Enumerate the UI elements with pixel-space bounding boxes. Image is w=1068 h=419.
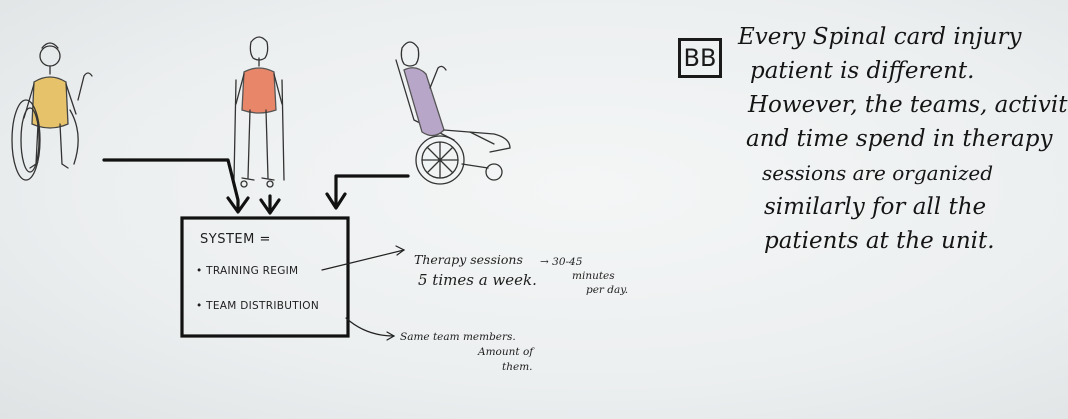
person-in-wheelchair-icon [12, 43, 92, 180]
note-line: similarly for all the [764, 190, 1068, 224]
therapy-line: Therapy sessions [414, 250, 537, 270]
person-on-crutches-icon [234, 37, 284, 187]
note-line: Every Spinal card injury [738, 20, 1068, 54]
note-badge: BB [678, 38, 722, 78]
minutes-line: minutes [572, 269, 628, 283]
minutes-line: per day. [586, 283, 628, 297]
note-line: patients at the unit. [764, 224, 1068, 258]
minutes-line: → 30-45 [540, 255, 628, 269]
therapy-note: Therapy sessions 5 times a week. [414, 250, 537, 290]
minutes-note: → 30-45 minutes per day. [540, 255, 628, 297]
note-line: and time spend in therapy [746, 122, 1068, 156]
system-item-team: • TEAM DISTRIBUTION [196, 300, 319, 312]
team-line: them. [502, 360, 533, 375]
system-item-training: • TRAINING REGIM [196, 265, 298, 277]
note-text: Every Spinal card injury patient is diff… [738, 20, 1068, 258]
person-in-reclining-wheelchair-icon [396, 42, 510, 184]
team-line: Amount of [478, 345, 533, 360]
system-title: SYSTEM = [200, 232, 271, 247]
flow-arrows [104, 160, 408, 213]
annotation-arrows [322, 246, 404, 340]
therapy-line: 5 times a week. [418, 270, 537, 290]
team-line: Same team members. [400, 330, 533, 345]
team-note: Same team members. Amount of them. [400, 330, 533, 375]
note-line: patient is different. [750, 54, 1068, 88]
note-line: sessions are organized [762, 156, 1068, 190]
note-line: However, the teams, activities [748, 88, 1068, 122]
